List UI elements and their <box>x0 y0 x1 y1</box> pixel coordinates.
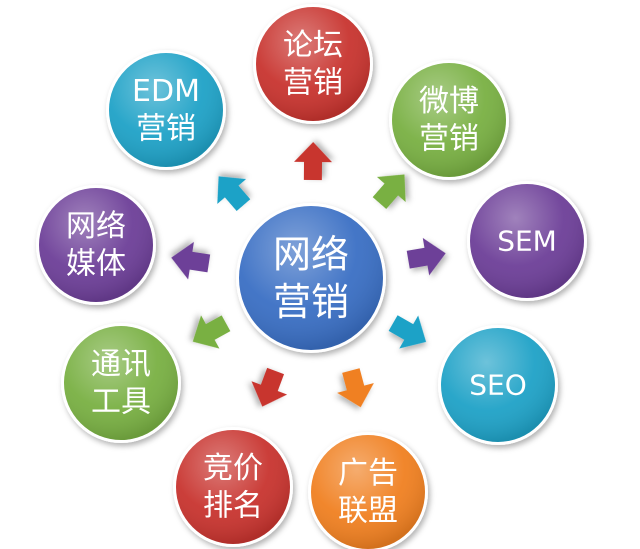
node-weibo-marketing-highlight <box>392 63 506 177</box>
node-seo-highlight <box>441 328 555 442</box>
center-node-circle-label-2: 营销 <box>273 280 349 324</box>
node-weibo-marketing-label-1: 微博 <box>419 84 479 119</box>
arrow-bidding-ranking-shape <box>251 367 288 407</box>
node-forum-marketing-label-2: 营销 <box>283 65 343 100</box>
arrow-weibo-marketing-shape <box>372 174 406 209</box>
arrow-sem <box>406 237 446 276</box>
arrow-sem-shape <box>406 237 446 276</box>
arrow-network-media-shape <box>171 241 211 280</box>
center-node-circle-highlight <box>239 206 383 350</box>
arrow-seo-shape <box>388 315 427 349</box>
node-sem: SEM <box>467 181 587 301</box>
node-sem-label-1: SEM <box>497 225 557 258</box>
center-node-circle-label-1: 网络 <box>273 232 349 276</box>
node-network-media-label-1: 网络 <box>66 209 126 244</box>
arrows-layer <box>171 142 446 408</box>
node-forum-marketing-label-1: 论坛 <box>283 28 343 63</box>
arrow-seo <box>388 315 427 349</box>
arrow-im-tools-shape <box>192 315 231 349</box>
node-sem-highlight <box>470 184 584 298</box>
arrow-forum-marketing <box>294 142 333 181</box>
node-network-media-label-2: 媒体 <box>66 246 126 281</box>
node-forum-marketing-highlight <box>256 7 370 121</box>
node-seo-label-1: SEO <box>469 369 527 402</box>
node-edm-marketing-label-2: 营销 <box>136 111 196 146</box>
node-seo: SEO <box>438 325 558 445</box>
arrow-ad-alliance <box>337 368 374 408</box>
arrow-forum-marketing-shape <box>294 142 333 181</box>
node-bidding-ranking-highlight <box>176 430 290 544</box>
node-ad-alliance-label-1: 广告 <box>338 456 398 491</box>
arrow-bidding-ranking <box>251 367 288 407</box>
node-ad-alliance-highlight <box>311 435 425 549</box>
node-edm-marketing-label-1: EDM <box>132 74 200 109</box>
node-im-tools-label-2: 工具 <box>91 384 151 419</box>
arrow-edm-marketing <box>217 176 251 211</box>
node-ad-alliance-label-2: 联盟 <box>338 493 398 528</box>
arrow-edm-marketing-shape <box>217 176 251 211</box>
arrow-network-media <box>171 241 211 280</box>
node-network-media-highlight <box>39 188 153 302</box>
node-im-tools-label-1: 通讯 <box>91 347 151 382</box>
node-im-tools-highlight <box>64 326 178 440</box>
arrow-im-tools <box>192 315 231 349</box>
node-bidding-ranking-label-2: 排名 <box>203 488 263 523</box>
node-bidding-ranking-label-1: 竞价 <box>203 451 263 486</box>
node-edm-marketing-highlight <box>109 53 223 167</box>
arrow-ad-alliance-shape <box>337 368 374 408</box>
arrow-weibo-marketing <box>372 174 406 209</box>
node-weibo-marketing-label-2: 营销 <box>419 121 479 156</box>
